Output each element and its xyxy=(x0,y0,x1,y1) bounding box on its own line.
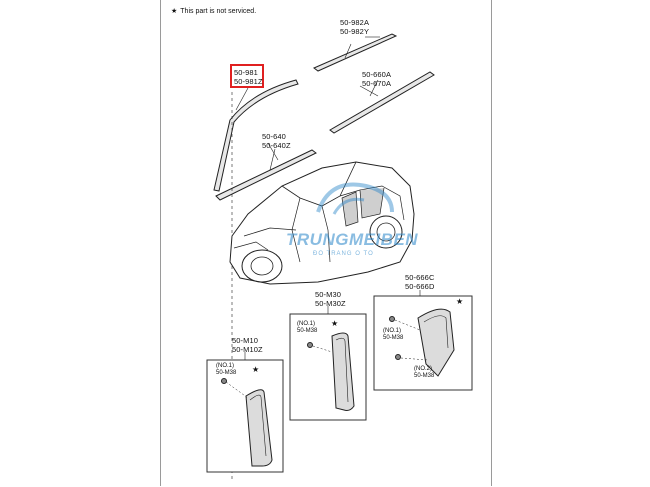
star-icon: ★ xyxy=(331,319,339,328)
star-icon: ★ xyxy=(456,297,464,306)
star-icon: ★ xyxy=(171,8,178,15)
callout-666-no1: (NO.1)50-M38 xyxy=(383,328,404,341)
diagram-sheet xyxy=(160,0,492,486)
watermark-tagline: ĐỒ TRANG Ô TÔ xyxy=(313,251,374,257)
legend-note: ★ This part is not serviced. xyxy=(171,7,257,16)
watermark-logo-icon xyxy=(316,182,394,215)
watermark-brand: TRUNGMEIBEN xyxy=(286,230,419,249)
callout-m30-no1: (NO.1)50-M38 xyxy=(297,321,318,334)
callout-m10-no1: (NO.1)50-M38 xyxy=(216,363,237,376)
highlight-box xyxy=(230,64,264,88)
star-icon: ★ xyxy=(252,365,260,374)
legend-text: This part is not serviced. xyxy=(180,7,257,15)
callout-666-no2: (NO.2)50-M38 xyxy=(414,366,435,379)
